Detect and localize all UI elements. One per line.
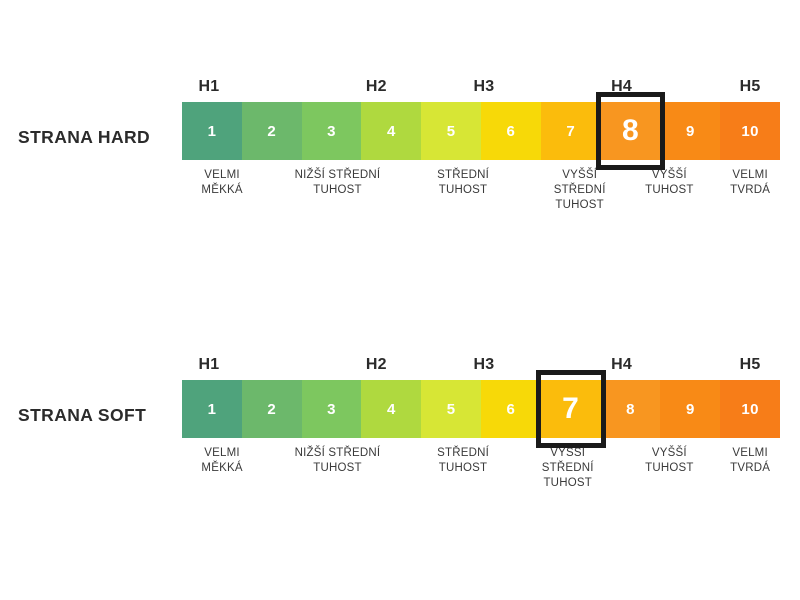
hardness-cell-8[interactable]: 8 xyxy=(595,92,666,170)
cell-number: 7 xyxy=(566,122,575,140)
stiffness-caption: VELMI MĚKKÁ xyxy=(201,169,243,196)
cell-number: 2 xyxy=(267,122,277,140)
cell-number: 1 xyxy=(207,122,217,140)
cell-number: 4 xyxy=(386,122,396,140)
group-label-h5: H5 xyxy=(739,78,761,95)
group-label-h3: H3 xyxy=(473,78,495,95)
cell-number: 10 xyxy=(741,122,759,140)
hardness-bar-soft: 1 2 3 4 5 6 7 8 9 10 xyxy=(182,370,780,448)
group-label-h4: H4 xyxy=(611,356,632,373)
hardness-cell-7[interactable]: 7 xyxy=(535,370,606,448)
cell-number: 5 xyxy=(446,122,456,140)
cell-number: 3 xyxy=(327,400,336,418)
cell-number: 6 xyxy=(506,122,516,140)
group-label-h1: H1 xyxy=(198,356,220,373)
cell-number: 2 xyxy=(267,400,277,418)
caption-row-hard: VELMI MĚKKÁ NIŽŠÍ STŘEDNÍ TUHOST STŘEDNÍ T… xyxy=(182,168,780,230)
cell-number: 9 xyxy=(685,122,695,140)
stiffness-caption: VYŠŠÍ TUHOST xyxy=(645,169,694,196)
hardness-cell-5[interactable]: 5 xyxy=(421,380,481,438)
hardness-cell-8[interactable]: 8 xyxy=(600,380,661,438)
hardness-cell-1[interactable]: 1 xyxy=(182,380,242,438)
hardness-cell-7[interactable]: 7 xyxy=(540,102,601,160)
hardness-cell-10[interactable]: 10 xyxy=(720,380,780,438)
hardness-cell-9[interactable]: 9 xyxy=(660,380,721,438)
hardness-cell-10[interactable]: 10 xyxy=(720,102,780,160)
cell-number: 8 xyxy=(621,114,639,147)
hardness-cell-6[interactable]: 6 xyxy=(480,380,541,438)
stiffness-caption: NIŽŠÍ STŘEDNÍ TUHOST xyxy=(294,447,381,474)
cell-number: 3 xyxy=(327,122,336,140)
group-label-h5: H5 xyxy=(739,356,761,373)
hardness-cell-2[interactable]: 2 xyxy=(241,102,302,160)
group-label-row-soft: H1 H2 H3 H4 H5 xyxy=(182,356,780,378)
scale-title-soft: STRANA SOFT xyxy=(18,405,147,425)
stiffness-caption: VELMI MĚKKÁ xyxy=(201,447,243,474)
hardness-cell-6[interactable]: 6 xyxy=(480,102,541,160)
group-label-h4: H4 xyxy=(611,78,632,95)
stiffness-caption: STŘEDNÍ TUHOST xyxy=(437,169,489,196)
hardness-bar-hard: 1 2 3 4 5 6 7 8 9 10 xyxy=(182,92,780,170)
group-label-h1: H1 xyxy=(198,78,220,95)
hardness-cell-2[interactable]: 2 xyxy=(241,380,302,438)
hardness-cell-5[interactable]: 5 xyxy=(421,102,481,160)
group-label-h3: H3 xyxy=(473,356,495,373)
hardness-cell-3[interactable]: 3 xyxy=(301,380,362,438)
stiffness-caption: STŘEDNÍ TUHOST xyxy=(437,447,489,474)
stiffness-caption: VELMI TVRDÁ xyxy=(730,169,771,196)
cell-number: 6 xyxy=(506,400,516,418)
stiffness-caption: VYŠŠÍ TUHOST xyxy=(645,447,694,474)
hardness-cell-1[interactable]: 1 xyxy=(182,102,242,160)
hardness-cell-4[interactable]: 4 xyxy=(361,102,422,160)
group-label-h2: H2 xyxy=(365,356,387,373)
stiffness-caption: NIŽŠÍ STŘEDNÍ TUHOST xyxy=(294,169,381,196)
stiffness-caption: VYŠŠÍ STŘEDNÍ TUHOST xyxy=(553,169,606,211)
cell-number: 7 xyxy=(562,392,580,425)
hardness-cell-9[interactable]: 9 xyxy=(660,102,721,160)
cell-number: 1 xyxy=(207,400,217,418)
group-label-h2: H2 xyxy=(365,78,387,95)
group-label-row-hard: H1 H2 H3 H4 H5 xyxy=(182,78,780,100)
caption-row-soft: VELMI MĚKKÁ NIŽŠÍ STŘEDNÍ TUHOST STŘEDNÍ T… xyxy=(182,446,780,508)
cell-number: 9 xyxy=(685,400,695,418)
stiffness-caption: VELMI TVRDÁ xyxy=(730,447,771,474)
hardness-cell-3[interactable]: 3 xyxy=(301,102,362,160)
stiffness-caption: VYŠŠÍ STŘEDNÍ TUHOST xyxy=(541,447,594,489)
cell-number: 5 xyxy=(446,400,456,418)
cell-number: 8 xyxy=(626,400,635,418)
hardness-cell-4[interactable]: 4 xyxy=(361,380,422,438)
scale-title-hard: STRANA HARD xyxy=(18,127,151,147)
cell-number: 10 xyxy=(741,400,759,418)
cell-number: 4 xyxy=(386,400,396,418)
